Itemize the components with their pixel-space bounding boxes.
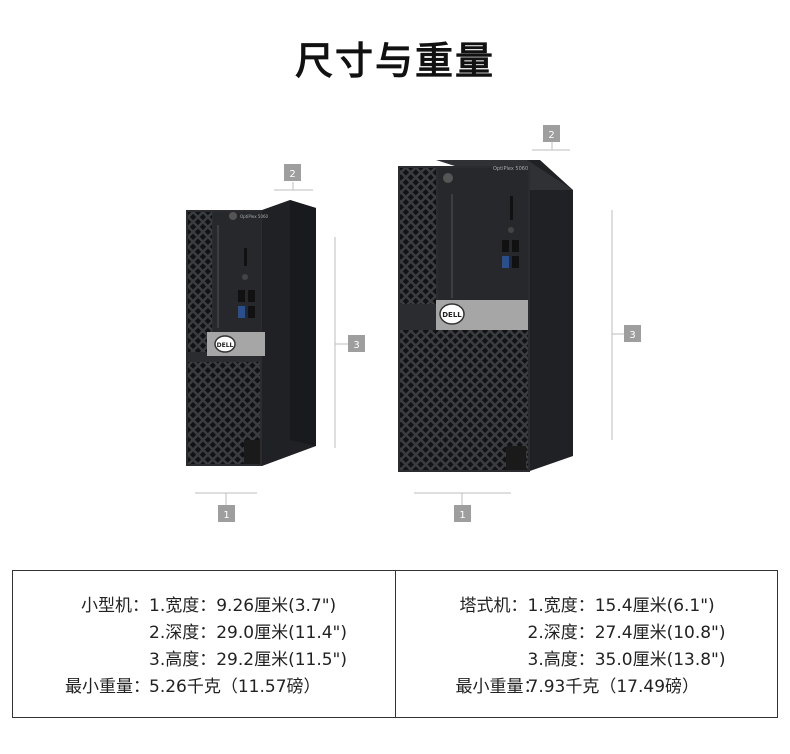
spec-row: 塔式机： 1.宽度：15.4厘米(6.1") [456, 593, 726, 620]
page-title: 尺寸与重量 [294, 39, 495, 83]
spec-row: 3.高度：29.2厘米(11.5") [65, 647, 347, 674]
tower-dim-depth-badge: 2 [548, 130, 554, 141]
sff-model-text: OptiPlex 5060 [240, 214, 269, 219]
sff-dim-width-badge: 1 [223, 510, 229, 521]
spec-column-tower: 塔式机： 1.宽度：15.4厘米(6.1") 2.深度：27.4厘米(10.8"… [394, 571, 778, 717]
sff-dim-depth-badge: 2 [289, 169, 295, 180]
sff-dim-depth: 2 [274, 164, 313, 191]
spec-value: 3.高度：35.0厘米(13.8") [527, 650, 726, 670]
spec-weight-label: 最小重量： [65, 677, 150, 697]
spec-weight-label: 最小重量： [455, 677, 541, 697]
sff-dell-logo: DELL [217, 342, 234, 349]
sff-dim-height: 3 [334, 237, 365, 448]
spec-value: 1.宽度：9.26厘米(3.7") [149, 596, 337, 616]
spec-weight-value: 7.93千克（17.49磅） [527, 677, 700, 697]
product-illustration: OptiPlex 5060 DELL 2 3 1 [186, 125, 641, 522]
spec-row: 2.深度：27.4厘米(10.8") [456, 620, 726, 647]
spec-value: 2.深度：29.0厘米(11.4") [149, 623, 348, 643]
spec-table: 小型机： 1.宽度：9.26厘米(3.7") 2.深度：29.0厘米(11.4"… [12, 570, 778, 718]
tower-dim-width: 1 [414, 492, 511, 522]
spec-row: 2.深度：29.0厘米(11.4") [65, 620, 347, 647]
spec-type-label: 小型机： [81, 596, 149, 616]
sff-dim-height-badge: 3 [353, 340, 359, 351]
tower-computer: OptiPlex 5060 DELL [398, 160, 573, 472]
spec-weight-row: 最小重量： 7.93千克（17.49磅） [456, 674, 726, 701]
spec-weight-value: 5.26千克（11.57磅） [149, 677, 321, 697]
tower-dim-depth: 2 [532, 125, 570, 151]
spec-value: 2.深度：27.4厘米(10.8") [527, 623, 726, 643]
spec-value: 3.高度：29.2厘米(11.5") [149, 650, 348, 670]
sff-dim-width: 1 [195, 492, 257, 522]
spec-type-label: 塔式机： [459, 596, 528, 616]
spec-row: 3.高度：35.0厘米(13.8") [456, 647, 726, 674]
spec-value: 1.宽度：15.4厘米(6.1") [527, 596, 715, 616]
tower-dim-height: 3 [611, 210, 641, 440]
spec-weight-row: 最小重量： 5.26千克（11.57磅） [65, 674, 347, 701]
spec-column-small: 小型机： 1.宽度：9.26厘米(3.7") 2.深度：29.0厘米(11.4"… [13, 571, 395, 717]
tower-dim-width-badge: 1 [459, 510, 465, 521]
spec-row: 小型机： 1.宽度：9.26厘米(3.7") [65, 593, 347, 620]
tower-dell-logo: DELL [442, 311, 462, 319]
tower-dim-height-badge: 3 [629, 330, 635, 341]
tower-model-text: OptiPlex 5060 [493, 166, 528, 172]
sff-computer: OptiPlex 5060 DELL [186, 200, 316, 466]
